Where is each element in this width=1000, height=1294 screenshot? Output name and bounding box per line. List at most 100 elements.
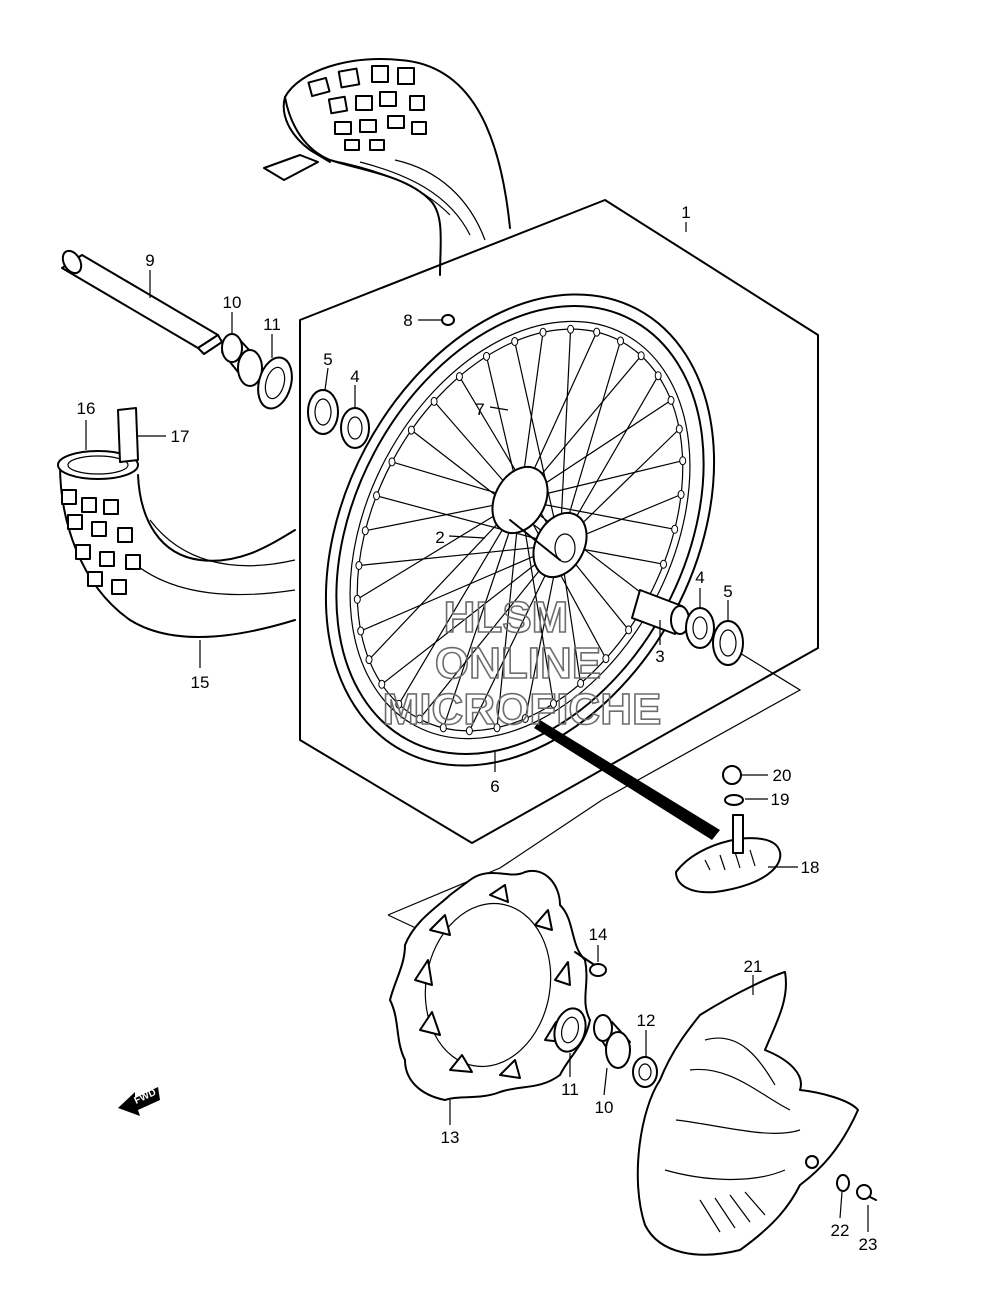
callout-9: 9 <box>145 251 154 270</box>
spoke <box>458 376 561 546</box>
bolt-14 <box>574 951 607 977</box>
brake-disc <box>389 869 591 1101</box>
callout-8: 8 <box>403 311 412 330</box>
callout-21: 21 <box>744 957 763 976</box>
spoke <box>519 499 607 659</box>
callout-13: 13 <box>441 1128 460 1147</box>
spoke <box>559 329 572 546</box>
spoke-nipple <box>430 396 438 406</box>
spoke <box>360 544 561 632</box>
seal-lower <box>553 1007 587 1053</box>
spoke-nipple <box>660 559 667 569</box>
spoke-nipple <box>388 457 396 467</box>
tire-top-section <box>263 58 511 276</box>
callout-5-right: 5 <box>723 582 732 601</box>
callout-3: 3 <box>655 647 664 666</box>
callout-2: 2 <box>435 528 444 547</box>
callout-20: 20 <box>773 766 792 785</box>
rim-lock <box>534 720 782 894</box>
callout-1: 1 <box>681 203 690 222</box>
spoke <box>559 340 622 546</box>
bearing-right <box>685 607 744 666</box>
callout-14: 14 <box>589 925 608 944</box>
fwd-arrow-icon: FWD <box>118 1087 160 1116</box>
nut-12 <box>632 1056 658 1088</box>
callout-15: 15 <box>191 673 210 692</box>
spoke-nipple <box>671 524 679 534</box>
watermark-line-3: MICROFICHE <box>383 685 662 734</box>
tire-left-section <box>57 407 296 638</box>
spoke-nipple <box>357 626 365 636</box>
axle <box>61 249 223 355</box>
spoke-nipple <box>493 723 501 733</box>
seal-left <box>257 356 293 410</box>
spoke-nipple <box>511 337 519 346</box>
callout-23: 23 <box>859 1235 878 1254</box>
spoke <box>496 499 521 728</box>
spoke <box>398 499 521 705</box>
spoke-nipple <box>667 395 675 405</box>
spoke-nipple <box>567 324 575 334</box>
assembly-box-outline <box>299 199 819 931</box>
spoke-nipple <box>361 526 369 536</box>
spoke-nipple <box>355 561 363 570</box>
spoke <box>442 499 521 729</box>
callout-7: 7 <box>475 400 484 419</box>
callout-4-right: 4 <box>695 568 704 587</box>
callout-11-bottom: 11 <box>561 1080 579 1099</box>
washer-22 <box>836 1174 850 1192</box>
spoke-nipple <box>617 336 624 346</box>
nut-20 <box>722 765 742 785</box>
callout-10-top: 10 <box>223 293 242 312</box>
spoke-nipple <box>521 714 529 723</box>
spoke-nipple <box>439 723 447 733</box>
spoke-nipple <box>441 314 455 326</box>
spoke <box>358 544 561 567</box>
spoke-nipple <box>395 699 403 709</box>
washer-19 <box>724 794 744 806</box>
callouts: 1 2 3 4 4 5 5 6 7 8 9 10 10 11 11 12 13 … <box>77 203 878 1254</box>
watermark: HLSM ONLINE MICROFICHE <box>382 592 662 735</box>
callout-18: 18 <box>801 858 820 877</box>
watermark-line-2: ONLINE <box>435 639 601 688</box>
spoke-nipple <box>373 491 380 501</box>
spoke-nipple <box>378 679 386 689</box>
callout-6: 6 <box>490 777 499 796</box>
spoke <box>411 429 561 546</box>
spoke-nipple <box>365 655 373 665</box>
spoke-nipple <box>593 327 601 337</box>
spoke <box>381 544 561 685</box>
spoke <box>519 499 555 704</box>
callout-12: 12 <box>637 1011 656 1030</box>
bolt-23 <box>856 1184 877 1201</box>
collar-lower <box>593 1014 631 1069</box>
spoke <box>368 499 521 661</box>
bearing-left <box>307 389 370 449</box>
spoke-nipple <box>577 678 585 688</box>
callout-19: 19 <box>771 790 790 809</box>
spoke-nipple <box>353 594 361 604</box>
callout-11-top: 11 <box>263 315 281 334</box>
spoke-nipple <box>637 351 645 361</box>
watermark-line-1: HLSM <box>444 593 569 642</box>
spoke-nipple <box>465 726 473 736</box>
disc-guard <box>636 971 859 1256</box>
spoke-nipple <box>654 371 662 381</box>
spoke <box>419 544 561 720</box>
spoke-nipple <box>407 425 415 435</box>
leader-lines <box>85 222 869 1232</box>
spoke-nipple <box>539 327 547 337</box>
spoke <box>514 341 561 546</box>
spoke-nipple <box>677 490 685 499</box>
spacer <box>631 589 690 635</box>
spoke-nipple <box>455 372 463 382</box>
callout-4-left: 4 <box>350 367 359 386</box>
callout-22: 22 <box>831 1221 850 1240</box>
spoke-nipple <box>550 699 557 709</box>
wheel-hub <box>491 465 588 579</box>
callout-17: 17 <box>171 427 190 446</box>
callout-10-bottom: 10 <box>595 1098 614 1117</box>
spoke-nipple <box>416 714 423 724</box>
spoke-nipple <box>675 424 683 434</box>
